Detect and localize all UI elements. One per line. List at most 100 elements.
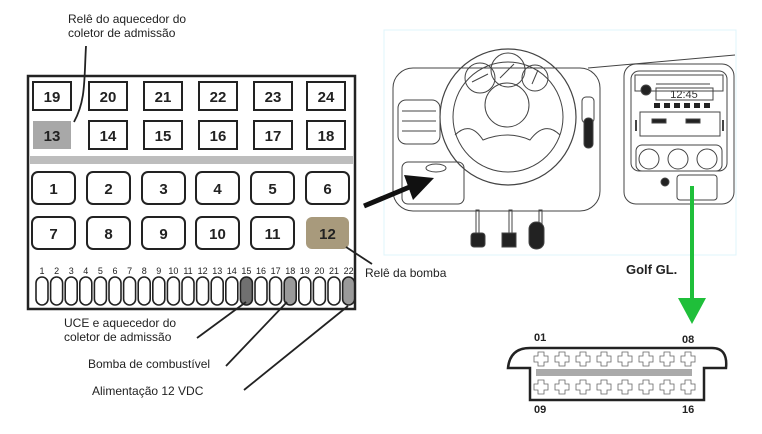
relay-18 <box>306 120 346 150</box>
obd-pins <box>533 351 696 395</box>
radio-buttons <box>654 103 710 108</box>
label-car-model: Golf GL. <box>626 262 678 277</box>
fuse-number-2: 2 <box>54 266 59 276</box>
black-arrow <box>363 183 413 209</box>
leader-line-uce <box>196 301 247 339</box>
relay-label-12: 12 <box>319 226 336 243</box>
fuse-number-8: 8 <box>142 266 147 276</box>
radio-button <box>664 103 670 108</box>
obd-pin <box>680 379 696 395</box>
relay-label-11: 11 <box>265 226 281 243</box>
fuse-15 <box>239 276 254 306</box>
fuse-number-19: 19 <box>300 266 310 276</box>
radio-button <box>704 103 710 108</box>
pin-label-09: 09 <box>534 404 547 416</box>
fuse-16 <box>254 276 268 306</box>
fuse-19 <box>297 276 312 306</box>
relay-23 <box>253 81 293 111</box>
relay-label-1: 1 <box>49 181 57 198</box>
relay-label-20: 20 <box>100 89 117 106</box>
relay-label-16: 16 <box>210 128 227 145</box>
relay-14 <box>88 120 128 150</box>
label-uce-1: UCE e aquecedor do <box>64 316 177 330</box>
relay-label-10: 10 <box>209 226 226 243</box>
leader-line-power <box>243 305 349 391</box>
relay-label-6: 6 <box>323 181 331 198</box>
fuse-20 <box>312 276 327 306</box>
relay-11 <box>250 216 295 250</box>
relay-20 <box>88 81 128 111</box>
relay-7 <box>31 216 76 250</box>
black-arrowhead <box>404 175 434 200</box>
fuse-number-21: 21 <box>329 266 339 276</box>
obd-pin <box>659 351 675 367</box>
obd-pin <box>596 351 612 367</box>
relay-15 <box>143 120 183 150</box>
fuse-22 <box>341 276 356 306</box>
fuse-6 <box>108 276 122 306</box>
fuse-3 <box>64 276 78 306</box>
fuse-1 <box>35 276 49 306</box>
radio-button <box>684 103 690 108</box>
fuse-9 <box>152 276 166 306</box>
fuse-14 <box>225 276 239 306</box>
relay-24 <box>306 81 346 111</box>
fuse-5 <box>93 276 108 306</box>
relay-label-17: 17 <box>265 128 282 145</box>
fuse-number-3: 3 <box>69 266 74 276</box>
relay-label-3: 3 <box>159 181 167 198</box>
fuse-number-6: 6 <box>112 266 117 276</box>
relay-19 <box>32 81 72 111</box>
relay-2 <box>86 171 131 205</box>
obd-pin <box>575 351 591 367</box>
relay-label-21: 21 <box>155 89 172 106</box>
fuse-2 <box>49 276 64 306</box>
fuse-number-17: 17 <box>271 266 281 276</box>
fuse-number-10: 10 <box>168 266 178 276</box>
fuse-number-22: 22 <box>344 266 354 276</box>
relay-label-15: 15 <box>155 128 172 145</box>
obd-pin <box>533 351 549 367</box>
relay-9 <box>141 216 186 250</box>
label-top-relay-2: coletor de admissão <box>68 26 176 40</box>
green-arrowhead <box>678 298 706 324</box>
relay-label-22: 22 <box>210 89 227 106</box>
fuse-number-15: 15 <box>241 266 251 276</box>
leader-line-pump-relay <box>345 246 373 265</box>
relay-13 <box>33 121 71 149</box>
relay-label-24: 24 <box>318 89 335 106</box>
radio-button <box>694 103 700 108</box>
obd-pin <box>575 379 591 395</box>
fuse-box <box>26 74 357 311</box>
obd-pin <box>659 379 675 395</box>
relay-4 <box>195 171 240 205</box>
relay-label-18: 18 <box>318 128 335 145</box>
relay-label-23: 23 <box>265 89 282 106</box>
fuse-number-4: 4 <box>83 266 88 276</box>
fuse-number-13: 13 <box>212 266 222 276</box>
fuse-number-7: 7 <box>127 266 132 276</box>
relay-12 <box>306 217 349 249</box>
fuse-17 <box>268 276 283 306</box>
relay-21 <box>143 81 183 111</box>
fuse-box-divider <box>30 156 353 164</box>
fuse-7 <box>122 276 137 306</box>
pin-label-16: 16 <box>682 404 695 416</box>
obd-pin <box>638 379 654 395</box>
radio-clock: 12:45 <box>670 89 698 101</box>
fuse-10 <box>166 276 181 306</box>
radio-button <box>654 103 660 108</box>
leader-line-top-relay <box>73 45 87 123</box>
fuse-13 <box>210 276 224 306</box>
relay-label-13: 13 <box>44 128 61 145</box>
fuse-18 <box>283 276 298 306</box>
relay-label-7: 7 <box>49 226 57 243</box>
fuse-number-1: 1 <box>39 266 44 276</box>
fuse-number-16: 16 <box>256 266 266 276</box>
relay-3 <box>141 171 186 205</box>
radio-button <box>674 103 680 108</box>
obd-connector-bar <box>536 369 692 376</box>
obd-pin <box>596 379 612 395</box>
label-uce-2: coletor de admissão <box>64 330 172 344</box>
